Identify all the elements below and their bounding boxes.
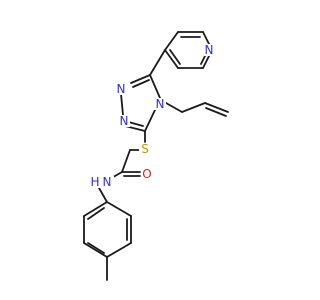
sulfur-label: S — [141, 142, 149, 156]
amide-nitrogen-label: N — [103, 175, 112, 189]
pyridine-nitrogen-atom: N — [203, 43, 215, 57]
amide-hydrogen-label: H — [90, 175, 99, 189]
pyridine-nitrogen-label: N — [205, 43, 214, 57]
triazole-nitrogen-2-atom: N — [118, 114, 130, 128]
carbonyl-oxygen-label: O — [142, 167, 151, 181]
chemical-structure-diagram: N N N N S O H N — [83, 31, 229, 281]
triazole-nitrogen-4-atom: N — [154, 97, 166, 111]
amide-nitrogen-atom: H N — [90, 175, 114, 189]
triazole-nitrogen-1-atom: N — [115, 82, 127, 96]
triazole-nitrogen-1-label: N — [117, 82, 126, 96]
sulfur-atom: S — [139, 142, 151, 156]
carbonyl-oxygen-atom: O — [141, 167, 153, 181]
triazole-nitrogen-2-label: N — [120, 114, 129, 128]
atom-label-layer: N N N N S O H N — [90, 43, 215, 189]
triazole-nitrogen-4-label: N — [156, 97, 165, 111]
bond-layer — [83, 31, 229, 281]
